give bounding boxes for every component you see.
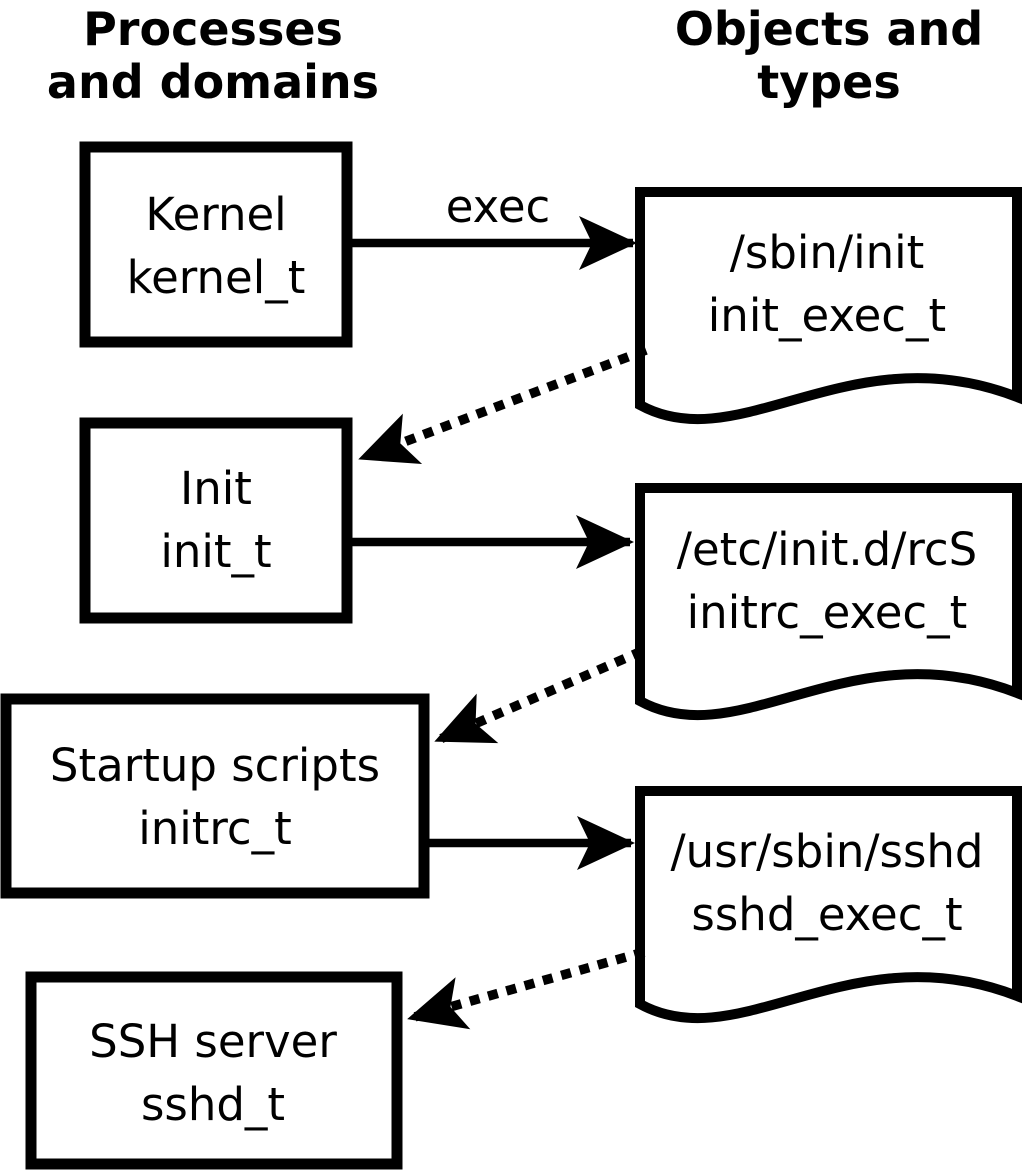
right-column-header-line1: Objects and: [675, 2, 983, 56]
process-domain-label: kernel_t: [127, 251, 306, 304]
transition-arrow-sbin-init-to-init: [358, 345, 648, 465]
object-type-label: sshd_exec_t: [691, 888, 962, 941]
process-box-rect: [79, 417, 353, 624]
right-column-header-line2: types: [757, 55, 900, 109]
process-domain-label: sshd_t: [141, 1078, 285, 1131]
document-shape-icon: [635, 786, 1022, 1024]
process-box-rect: [79, 141, 353, 348]
document-shape-icon: [635, 483, 1022, 721]
left-column-header-line2: and domains: [47, 55, 379, 109]
process-box-rect: [25, 971, 403, 1170]
process-box-ssh-server: SSH server sshd_t: [25, 971, 403, 1170]
process-box-init: Init init_t: [79, 417, 353, 624]
object-type-label: initrc_exec_t: [687, 586, 968, 639]
process-name-label: SSH server: [89, 1015, 337, 1068]
document-shape-icon: [635, 187, 1022, 425]
process-domain-label: initrc_t: [138, 802, 292, 855]
process-box-kernel: Kernel kernel_t: [79, 141, 353, 348]
object-path-label: /etc/init.d/rcS: [677, 523, 977, 576]
process-name-label: Kernel: [145, 188, 286, 241]
exec-arrow-label: exec: [446, 180, 551, 233]
object-type-label: init_exec_t: [708, 289, 946, 342]
process-box-rect: [0, 693, 430, 899]
object-path-label: /usr/sbin/sshd: [671, 825, 984, 878]
object-path-label: /sbin/init: [730, 226, 925, 279]
left-column-header-line1: Processes: [83, 2, 343, 56]
process-box-startup-scripts: Startup scripts initrc_t: [0, 693, 430, 899]
transition-arrow-sshd-to-ssh-server: [407, 947, 646, 1030]
object-doc-usr-sbin-sshd: /usr/sbin/sshd sshd_exec_t: [635, 786, 1022, 1024]
process-domain-label: init_t: [160, 525, 271, 578]
object-doc-sbin-init: /sbin/init init_exec_t: [635, 187, 1022, 425]
process-name-label: Init: [180, 462, 252, 515]
process-name-label: Startup scripts: [50, 739, 380, 792]
transition-arrow-rcs-to-startup: [434, 646, 644, 745]
object-doc-etc-initd-rcs: /etc/init.d/rcS initrc_exec_t: [635, 483, 1022, 721]
